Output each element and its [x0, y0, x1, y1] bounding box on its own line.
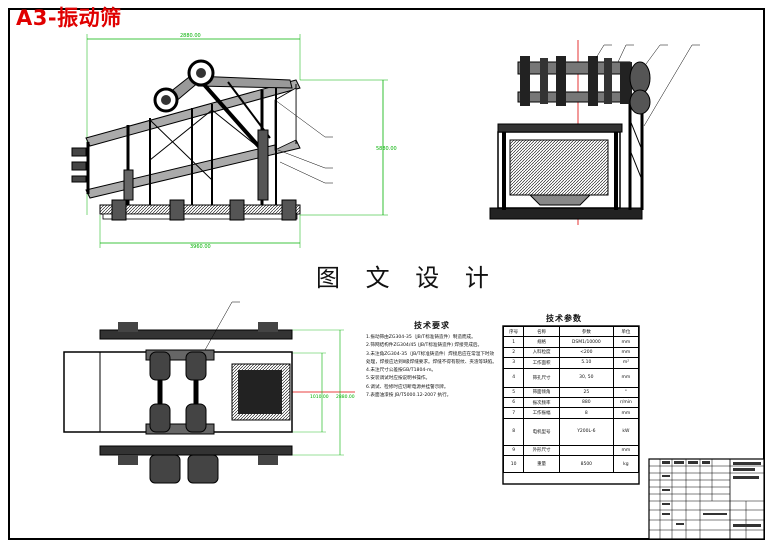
drawing-border [8, 8, 765, 540]
note-line: 6.调试、检修时应切断电源并挂警示牌。 [366, 384, 449, 390]
spec-cell: 振次频率 [523, 396, 560, 409]
spec-cell: 外形尺寸 [523, 444, 560, 457]
spec-cell: mm [612, 444, 640, 457]
spec-cell: kg [612, 455, 640, 474]
spec-cell: 10 [502, 455, 525, 474]
notes-title: 技术要求 [414, 321, 450, 330]
spec-cell: 5.10 [558, 357, 614, 369]
drawing-caption: 图 文 设 计 [316, 264, 498, 292]
spec-cell: ° [612, 386, 640, 398]
spec-table: 序号 名称 参数 单位 1 规格 DSM1/10000 mm 2 入料粒度 <2… [502, 325, 640, 474]
spec-row: 9 外形尺寸 mm [502, 444, 640, 457]
spec-row: 6 振次频率 880 r/min [502, 396, 640, 409]
spec-row: 8 电机型号 Y200L-6 kW [502, 417, 640, 446]
spec-cell [558, 444, 614, 457]
sheet-title: A3-振动筛 [16, 6, 122, 30]
spec-cell: 9 [502, 444, 525, 457]
note-line: 2.筛网结构件ZG304/45 (JB/T标准铸造件) 焊接完成后。 [366, 343, 483, 349]
note-line: 5.安装调试时应按说明书操作。 [366, 376, 431, 382]
spec-cell: 2 [502, 346, 525, 359]
spec-cell: DSM1/10000 [558, 336, 614, 348]
spec-cell: mm [612, 346, 640, 359]
spec-cell: 8 [558, 407, 614, 419]
spec-header-cell: 序号 [502, 325, 525, 338]
spec-cell: 8500 [558, 455, 614, 474]
front-view: 2880.00 3960.00 5880.00 [71, 33, 397, 250]
spec-cell: 工作振幅 [523, 407, 560, 419]
spec-cell: 30, 50 [558, 367, 614, 388]
spec-cell: 7 [502, 407, 525, 419]
spec-cell: 入料粒度 [523, 346, 560, 359]
dim-plan-inner: 1010.00 [310, 394, 329, 400]
spec-header-row: 序号 名称 参数 单位 [502, 325, 640, 338]
dim-front-height: 5880.00 [376, 146, 397, 152]
technical-notes: 技术要求 1.振动筛由ZG304-35（JB/T标准铸造件）制造而成。 2.筛网… [366, 320, 498, 400]
title-block [648, 458, 765, 540]
spec-cell: r/min [612, 396, 640, 409]
spec-row: 1 规格 DSM1/10000 mm [502, 336, 640, 348]
spec-cell: 电机型号 [523, 417, 560, 446]
spec-row: 2 入料粒度 <200 mm [502, 346, 640, 359]
spec-cell: 1 [502, 336, 525, 348]
spec-row: 3 工作面积 5.10 m² [502, 357, 640, 369]
spec-header-cell: 名称 [523, 325, 560, 338]
note-line: 7.表面油漆按 JB/T5000.12-2007 执行。 [366, 393, 452, 399]
spec-cell: 8 [502, 417, 525, 446]
dim-front-bottom: 3960.00 [190, 244, 211, 250]
spec-cell: kW [612, 417, 640, 446]
spec-row: 5 筛面倾角 25 ° [502, 386, 640, 398]
spec-cell: <200 [558, 346, 614, 359]
spec-cell: 筛面倾角 [523, 386, 560, 398]
spec-cell: 25 [558, 386, 614, 398]
side-view [489, 40, 700, 225]
note-line: 1.振动筛由ZG304-35（JB/T标准铸造件）制造而成。 [366, 335, 476, 340]
spec-cell: mm [612, 336, 640, 348]
note-line: 4.未注尺寸公差按GB/T1804-m。 [366, 368, 437, 374]
spec-cell: 5 [502, 386, 525, 398]
spec-cell: 4 [502, 367, 525, 388]
spec-row: 10 重量 8500 kg [502, 455, 640, 474]
spec-cell: 3 [502, 357, 525, 369]
note-line: 3.未注角ZG304-35（JB/T标准铸造件）焊接后应在常温下时效处理，焊接应… [366, 351, 497, 365]
spec-header-cell: 参数 [558, 325, 614, 338]
spec-cell: Y200L-6 [558, 417, 614, 446]
spec-cell: 规格 [523, 336, 560, 348]
dim-plan-outer: 2880.00 [336, 394, 355, 400]
spec-cell: 重量 [523, 455, 560, 474]
spec-cell: mm [612, 407, 640, 419]
spec-cell: m² [612, 357, 640, 369]
dim-front-top: 2880.00 [180, 33, 201, 39]
plan-view: 1010.00 2880.00 [63, 301, 355, 484]
spec-cell: 筛孔尺寸 [523, 367, 560, 388]
spec-cell: 880 [558, 396, 614, 409]
spec-cell: 6 [502, 396, 525, 409]
spec-row: 4 筛孔尺寸 30, 50 mm [502, 367, 640, 388]
spec-header-cell: 单位 [612, 325, 640, 338]
spec-row: 7 工作振幅 8 mm [502, 407, 640, 419]
spec-cell: mm [612, 367, 640, 388]
spec-cell: 工作面积 [523, 357, 560, 369]
spec-table-title: 技术参数 [546, 314, 582, 323]
